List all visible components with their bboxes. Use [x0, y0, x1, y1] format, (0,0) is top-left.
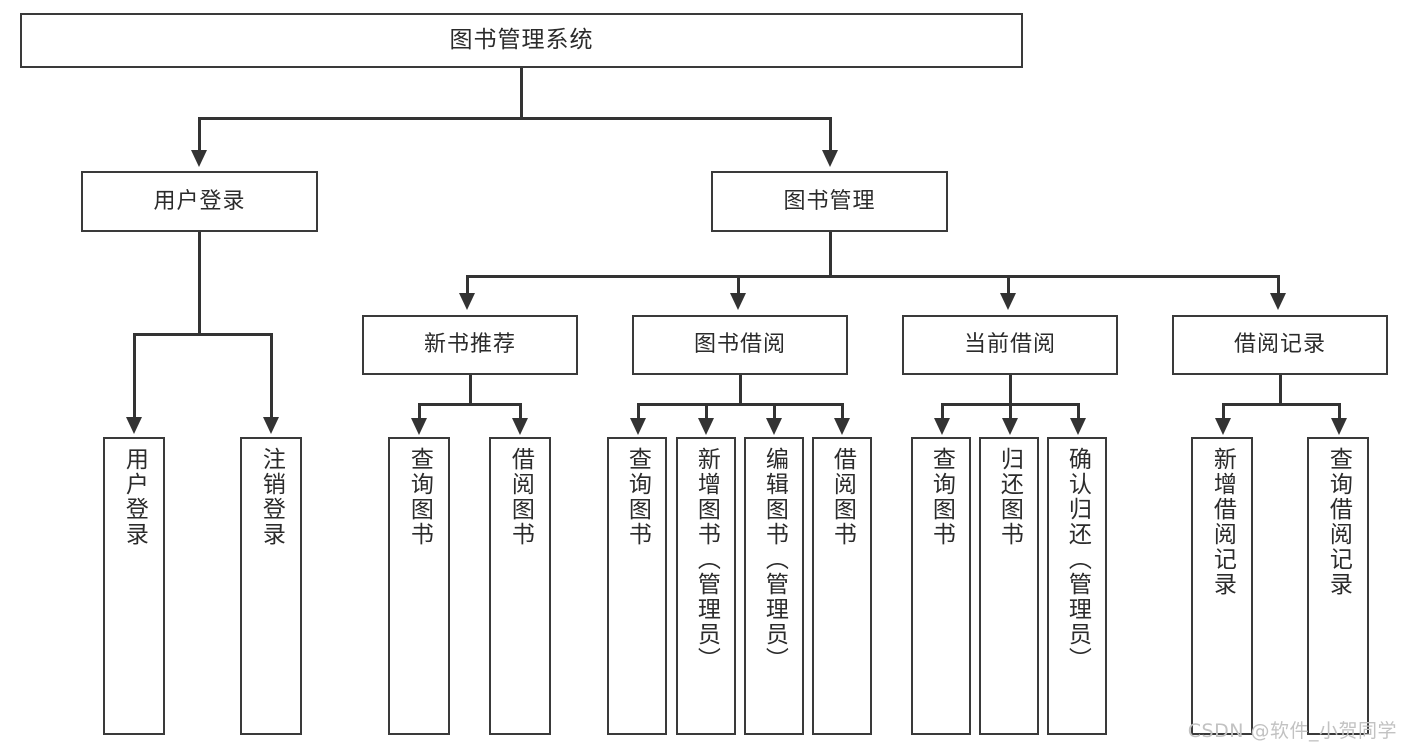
- arrowhead-root-to-bookmgmt: [822, 150, 838, 167]
- connector-bookmgmt-stem: [829, 232, 832, 276]
- node-label: 用户登录: [153, 188, 246, 214]
- arrowhead-borrow-leaf2: [698, 418, 714, 435]
- watermark-text: CSDN @软件_小贺同学: [1187, 720, 1397, 742]
- node-root-system[interactable]: 图书管理系统: [20, 13, 1023, 68]
- node-label: 注销登录: [258, 447, 285, 547]
- arrowhead-newbook-leaf2: [512, 418, 528, 435]
- node-user-login[interactable]: 用户登录: [81, 171, 318, 232]
- node-label: 图书管理: [783, 188, 876, 214]
- connector-records-stem: [1279, 375, 1282, 404]
- connector-bookmgmt-to-newbook: [466, 275, 469, 295]
- arrowhead-bookmgmt-newbook: [459, 293, 475, 310]
- connector-bookmgmt-bus: [466, 275, 1277, 278]
- connector-newbook-bus: [418, 403, 521, 406]
- arrowhead-records-leaf2: [1331, 418, 1347, 435]
- node-label: 查询图书: [624, 447, 651, 547]
- node-label: 借阅图书: [507, 447, 534, 547]
- connector-borrow-stem: [739, 375, 742, 404]
- connector-newbook-to-leaf2: [519, 403, 522, 420]
- arrowhead-root-to-userlogin: [191, 150, 207, 167]
- connector-newbook-to-leaf1: [418, 403, 421, 420]
- leaf-current-return-book[interactable]: 归还图书: [979, 437, 1039, 735]
- node-label: 新书推荐: [423, 332, 516, 358]
- connector-userlogin-stem: [198, 232, 201, 334]
- leaf-borrow-edit-book-admin[interactable]: 编辑图书（管理员）: [744, 437, 804, 735]
- connector-root-stem: [520, 68, 523, 118]
- connector-borrow-bus: [637, 403, 843, 406]
- node-book-management[interactable]: 图书管理: [711, 171, 948, 232]
- arrowhead-bookmgmt-current: [1000, 293, 1016, 310]
- arrowhead-userlogin-leaf1: [126, 417, 142, 434]
- leaf-records-add-record[interactable]: 新增借阅记录: [1191, 437, 1253, 735]
- arrowhead-current-leaf1: [934, 418, 950, 435]
- connector-current-to-leaf2: [1009, 403, 1012, 420]
- node-label: 用户登录: [121, 447, 148, 547]
- node-label: 图书借阅: [693, 332, 786, 358]
- node-label: 查询图书: [406, 447, 433, 547]
- connector-bookmgmt-to-borrow: [737, 275, 740, 295]
- connector-records-bus: [1222, 403, 1338, 406]
- leaf-borrow-query-book[interactable]: 查询图书: [607, 437, 667, 735]
- leaf-borrow-add-book-admin[interactable]: 新增图书（管理员）: [676, 437, 736, 735]
- leaf-borrow-borrow-book[interactable]: 借阅图书: [812, 437, 872, 735]
- connector-root-to-bookmgmt: [829, 117, 832, 152]
- connector-borrow-to-leaf2: [705, 403, 708, 420]
- connector-bookmgmt-to-current: [1007, 275, 1010, 295]
- node-label: 当前借阅: [963, 332, 1056, 358]
- connector-newbook-stem: [469, 375, 472, 404]
- node-current-borrow[interactable]: 当前借阅: [902, 315, 1118, 375]
- node-label: 查询借阅记录: [1325, 447, 1352, 597]
- node-label: 新增借阅记录: [1209, 447, 1236, 597]
- leaf-records-query-record[interactable]: 查询借阅记录: [1307, 437, 1369, 735]
- node-label: 借阅图书: [829, 447, 856, 547]
- leaf-current-query-book[interactable]: 查询图书: [911, 437, 971, 735]
- connector-root-bus: [198, 117, 832, 120]
- connector-borrow-to-leaf1: [637, 403, 640, 420]
- arrowhead-bookmgmt-borrow: [730, 293, 746, 310]
- node-borrow-records[interactable]: 借阅记录: [1172, 315, 1388, 375]
- leaf-user-login-login[interactable]: 用户登录: [103, 437, 165, 735]
- arrowhead-borrow-leaf4: [834, 418, 850, 435]
- connector-borrow-to-leaf3: [773, 403, 776, 420]
- connector-userlogin-to-leaf2: [270, 333, 273, 419]
- node-book-borrow[interactable]: 图书借阅: [632, 315, 848, 375]
- leaf-recommend-query-book[interactable]: 查询图书: [388, 437, 450, 735]
- connector-current-to-leaf1: [941, 403, 944, 420]
- node-label: 确认归还（管理员）: [1064, 447, 1091, 672]
- connector-current-to-leaf3: [1077, 403, 1080, 420]
- connector-records-to-leaf2: [1338, 403, 1341, 420]
- arrowhead-borrow-leaf3: [766, 418, 782, 435]
- node-label: 编辑图书（管理员）: [761, 447, 788, 672]
- arrowhead-records-leaf1: [1215, 418, 1231, 435]
- node-label: 图书管理系统: [449, 27, 594, 54]
- leaf-current-confirm-return-admin[interactable]: 确认归还（管理员）: [1047, 437, 1107, 735]
- leaf-recommend-borrow-book[interactable]: 借阅图书: [489, 437, 551, 735]
- arrowhead-current-leaf3: [1070, 418, 1086, 435]
- connector-userlogin-to-leaf1: [133, 333, 136, 419]
- arrowhead-current-leaf2: [1002, 418, 1018, 435]
- node-label: 新增图书（管理员）: [693, 447, 720, 672]
- arrowhead-borrow-leaf1: [630, 418, 646, 435]
- connector-root-to-userlogin: [198, 117, 201, 152]
- connector-current-stem: [1009, 375, 1012, 404]
- arrowhead-userlogin-leaf2: [263, 417, 279, 434]
- connector-borrow-to-leaf4: [841, 403, 844, 420]
- connector-records-to-leaf1: [1222, 403, 1225, 420]
- node-label: 借阅记录: [1233, 332, 1326, 358]
- arrowhead-newbook-leaf1: [411, 418, 427, 435]
- node-new-book-recommend[interactable]: 新书推荐: [362, 315, 578, 375]
- node-label: 查询图书: [928, 447, 955, 547]
- arrowhead-bookmgmt-records: [1270, 293, 1286, 310]
- leaf-user-login-logout[interactable]: 注销登录: [240, 437, 302, 735]
- connector-userlogin-bus: [133, 333, 270, 336]
- node-label: 归还图书: [996, 447, 1023, 547]
- connector-bookmgmt-to-records: [1277, 275, 1280, 295]
